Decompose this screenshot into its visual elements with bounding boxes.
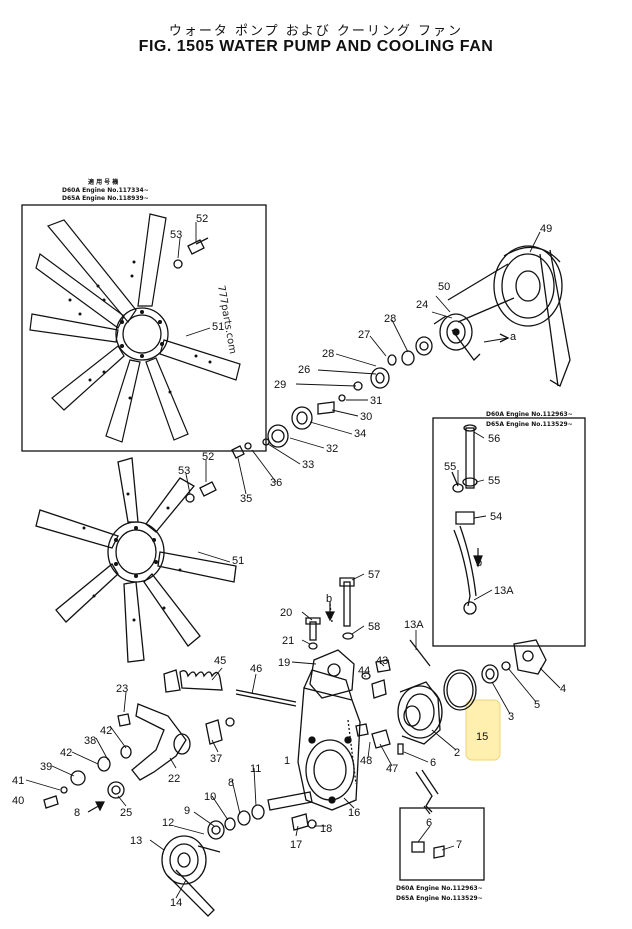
inset-hose-box — [432, 417, 586, 647]
callout-39: 39 — [40, 761, 52, 773]
callout-29: 29 — [274, 379, 286, 391]
callout-22: 22 — [168, 773, 180, 785]
assembly-arrows — [87, 548, 483, 815]
watermark: 777parts.com — [215, 285, 238, 355]
callout-51: 51 — [212, 321, 224, 333]
callout-25: 25 — [120, 807, 132, 819]
callout-21: 21 — [282, 635, 294, 647]
callout-1: 1 — [284, 755, 290, 767]
callout-55: 55 — [488, 475, 500, 487]
callout-45: 45 — [214, 655, 226, 667]
serial-note-line: D65A Engine No.118939~ — [62, 195, 149, 202]
callout-17: 17 — [290, 839, 302, 851]
callout-6: 6 — [426, 817, 432, 829]
title-japanese: ウォータ ポンプ および クーリング ファン — [168, 24, 464, 39]
serial-note-heading: 適 用 号 機 — [88, 178, 118, 186]
callout-18: 18 — [320, 823, 332, 835]
callout-51: 51 — [232, 555, 244, 567]
callout-12: 12 — [162, 817, 174, 829]
callout-4: 4 — [560, 683, 566, 695]
callout-42: 42 — [100, 725, 112, 737]
callout-28: 28 — [322, 348, 334, 360]
callout-13: 13 — [130, 835, 142, 847]
water-pump-assembly — [355, 639, 547, 755]
callout-8: 8 — [228, 777, 234, 789]
serial-note-line: D60A Engine No.112963~ — [396, 885, 483, 892]
callout-24: 24 — [416, 299, 428, 311]
callout-13a: 13A — [494, 585, 514, 597]
callout-19: 19 — [278, 657, 290, 669]
callout-b: b — [326, 593, 332, 605]
callout-46: 46 — [250, 663, 262, 675]
callout-47: 47 — [386, 763, 398, 775]
callout-57: 57 — [368, 569, 380, 581]
callout-13a: 13A — [404, 619, 424, 631]
serial-note-line: D65A Engine No.113529~ — [486, 421, 573, 428]
callout-33: 33 — [302, 459, 314, 471]
callout-49: 49 — [540, 223, 552, 235]
tension-spring-rod — [163, 669, 297, 707]
callout-35: 35 — [240, 493, 252, 505]
callout-14: 14 — [170, 897, 182, 909]
callout-11: 11 — [250, 763, 261, 775]
callout-10: 10 — [204, 791, 216, 803]
bracket-hardware — [305, 577, 387, 699]
cooling-fan-main — [35, 457, 237, 663]
serial-note-line: D60A Engine No.117334~ — [62, 187, 149, 194]
callout-30: 30 — [360, 411, 372, 423]
callout-5: 5 — [534, 699, 540, 711]
callout-34: 34 — [354, 428, 366, 440]
serial-note-right: D60A Engine No.112963~ D65A Engine No.11… — [486, 411, 573, 428]
serial-note-line: D65A Engine No.113529~ — [396, 895, 483, 902]
callout-50: 50 — [438, 281, 450, 293]
callout-42: 42 — [60, 747, 72, 759]
callout-56: 56 — [488, 433, 500, 445]
callout-9: 9 — [184, 805, 190, 817]
figure-title: FIG. 1505 WATER PUMP AND COOLING FAN — [138, 38, 494, 55]
bottom-inset — [399, 769, 485, 881]
leader-lines — [25, 222, 561, 899]
callout-53: 53 — [178, 465, 190, 477]
callout-52: 52 — [202, 451, 214, 463]
callout-37: 37 — [210, 753, 222, 765]
part-callouts: 52 53 51 49 50 24 a 28 27 28 26 29 31 30… — [12, 213, 566, 909]
callout-41: 41 — [12, 775, 24, 787]
callout-58: 58 — [368, 621, 380, 633]
callout-6: 6 — [430, 757, 436, 769]
callout-36: 36 — [270, 477, 282, 489]
callout-3: 3 — [508, 711, 514, 723]
callout-53: 53 — [170, 229, 182, 241]
callout-20: 20 — [280, 607, 292, 619]
callout-26: 26 — [298, 364, 310, 376]
callout-15: 15 — [476, 731, 488, 743]
serial-note-line: D60A Engine No.112963~ — [486, 411, 573, 418]
pump-bracket — [297, 669, 361, 811]
callout-52: 52 — [196, 213, 208, 225]
callout-32: 32 — [326, 443, 338, 455]
callout-43: 43 — [376, 655, 388, 667]
callout-8: 8 — [74, 807, 80, 819]
callout-40: 40 — [12, 795, 24, 807]
callout-48: 48 — [360, 755, 372, 767]
callout-16: 16 — [348, 807, 360, 819]
highlight-part-15 — [465, 699, 501, 761]
inset-fan-top — [21, 204, 267, 452]
serial-note-bottom: D60A Engine No.112963~ D65A Engine No.11… — [396, 885, 483, 902]
callout-54: 54 — [490, 511, 502, 523]
callout-2: 2 — [454, 747, 460, 759]
callout-28: 28 — [384, 313, 396, 325]
fan-pulley-belt — [433, 245, 571, 387]
idler-pulley-group — [161, 791, 317, 917]
callout-a: a — [510, 331, 517, 343]
callout-38: 38 — [84, 735, 96, 747]
callout-27: 27 — [358, 329, 370, 341]
serial-note-top: 適 用 号 機 D60A Engine No.117334~ D65A Engi… — [62, 178, 149, 202]
callout-31: 31 — [370, 395, 382, 407]
callout-b: b — [476, 557, 482, 569]
callout-44: 44 — [358, 665, 370, 677]
callout-23: 23 — [116, 683, 128, 695]
callout-55: 55 — [444, 461, 456, 473]
callout-7: 7 — [456, 839, 462, 851]
